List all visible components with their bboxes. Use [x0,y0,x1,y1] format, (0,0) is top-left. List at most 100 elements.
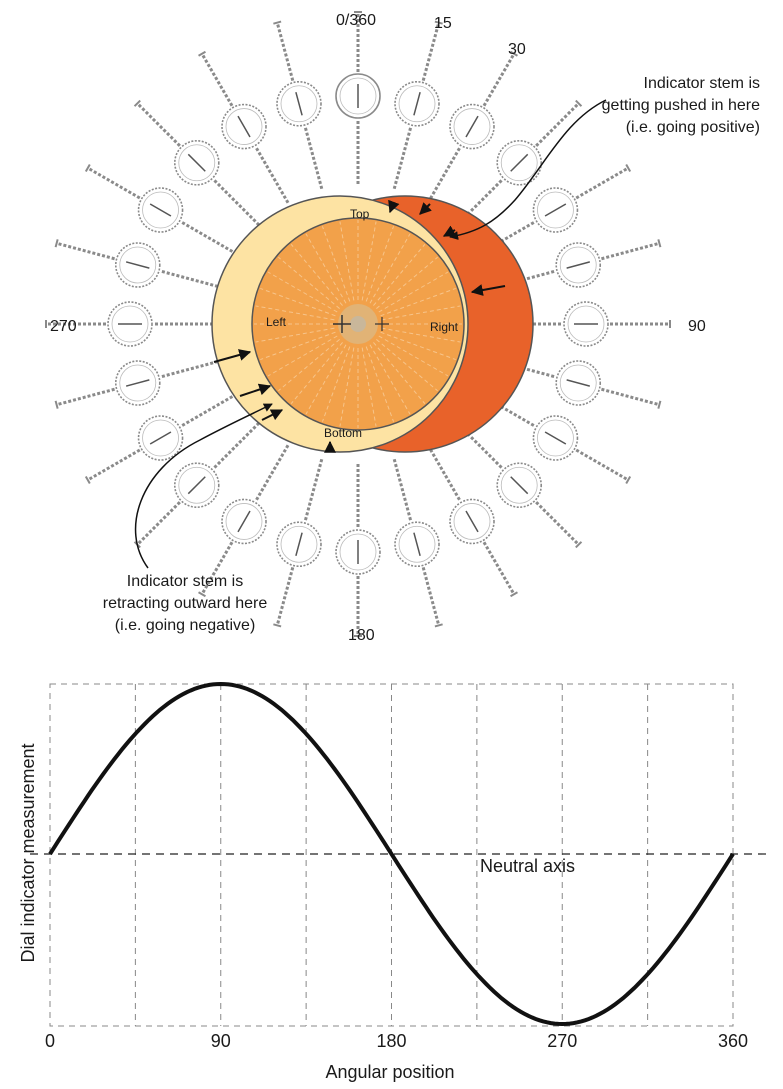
annotation-negative-line-1: Indicator stem is [127,573,243,590]
indicator-dial-scale [339,77,377,115]
indicator-needle [544,431,567,445]
annotation-positive-line-3: (i.e. going positive) [626,119,760,136]
shaft-ray [290,244,343,306]
indicator-clamp [510,591,518,598]
shaft-ray [339,221,355,301]
indicator-stem [180,220,238,256]
shaft-ray [321,346,351,422]
indicator-arm [136,501,181,546]
annotation-positive-line-2: getting pushed in here [602,97,760,114]
shaft-ray [376,256,438,309]
indicator-arm [535,102,580,147]
dial-indicator [392,458,443,628]
indicator-stem [303,126,324,190]
indicator-stem [160,269,224,290]
shaft-ray [380,287,456,317]
annotation-positive-line-1: Indicator stem is [644,75,760,92]
indicator-needle [413,532,421,557]
shaft-ray [339,347,355,427]
dial-indicator [133,421,261,549]
indicator-dial-scale [225,503,263,540]
dial-indicator [45,301,218,347]
indicator-clamp [625,476,632,484]
x-tick-label: 270 [547,1031,577,1051]
y-axis-label: Dial indicator measurement [18,743,38,962]
shaft-ray [373,244,426,306]
indicator-needle [237,115,251,138]
angle-label-30: 30 [508,41,526,58]
indicator-needle [187,476,206,495]
indicator-dial-scale [178,466,216,504]
indicator-dial-scale [280,85,318,123]
indicator-stem [212,178,261,227]
shaft-face-rays [254,220,462,428]
shaft-ray [361,221,377,301]
shaft-ray [278,256,340,309]
indicator-arm [421,22,441,81]
annotation-positive-leader [449,99,607,241]
displacement-arrow [419,202,432,215]
displacement-arrow [261,409,284,421]
indicator-stem [180,392,238,428]
dial-indicator [198,50,290,204]
indicator-clamp [54,400,59,409]
neutral-axis-label: Neutral axis [480,856,575,876]
indicator-clamp [575,541,583,549]
shaft-ray [255,327,335,343]
indicator-needle [125,261,150,269]
label-right: Right [430,320,459,334]
indicator-dial-scale [559,364,597,402]
shaft-ray [369,233,411,304]
indicator-arm [601,241,660,261]
shaft-ray [365,226,395,302]
angle-label-270: 270 [50,318,77,335]
indicator-stem [392,458,413,522]
indicator-dial-scale [453,108,491,145]
dial-indicator [335,11,381,184]
shaft-ray [378,335,449,377]
displacement-arrow [213,349,252,363]
indicator-clamp [434,20,443,25]
indicator-clamp [625,164,632,172]
indicator-needle [413,91,421,116]
annotation-negative: Indicator stem is retracting outward her… [103,573,268,634]
shaft-ray [365,346,395,422]
indicator-needle [149,431,172,445]
dial-indicator [198,444,290,598]
indicator-clamp [657,239,662,248]
dial-indicator [54,358,224,409]
x-tick-label: 360 [718,1031,748,1051]
indicator-dial-scale [500,144,538,182]
shaft-runout-diagram: Top Left Right Bottom 0/360 15 30 90 180… [45,11,760,644]
dial-indicator [84,392,238,484]
shaft-ray [267,271,338,313]
indicator-needle [149,203,172,217]
indicator-dial-scale [142,419,179,457]
indicator-needle [295,532,303,557]
shaft-ray [260,287,336,317]
indicator-clamp [198,50,206,57]
indicator-dial-scale [500,466,538,504]
indicator-needle [510,476,529,495]
indicator-stem [254,146,290,204]
shaft-ray [305,233,347,304]
indicator-clamp [84,476,91,484]
dial-indicator [133,99,261,227]
indicator-needle [125,379,150,387]
indicator-dial-scale [398,525,436,563]
indicator-arm [275,22,295,81]
measurement-curve [48,681,735,1027]
label-top: Top [350,207,370,221]
indicator-dial-scale [537,419,574,457]
indicator-stem [212,421,261,470]
indicator-needle [465,115,479,138]
indicator-dial-scale [142,191,179,229]
indicator-needle [566,261,591,269]
indicator-arm [575,166,629,200]
angle-label-90: 90 [688,318,706,335]
shaft-ray [376,339,438,392]
indicator-dial-scale [111,305,149,343]
dial-indicator [84,164,238,256]
